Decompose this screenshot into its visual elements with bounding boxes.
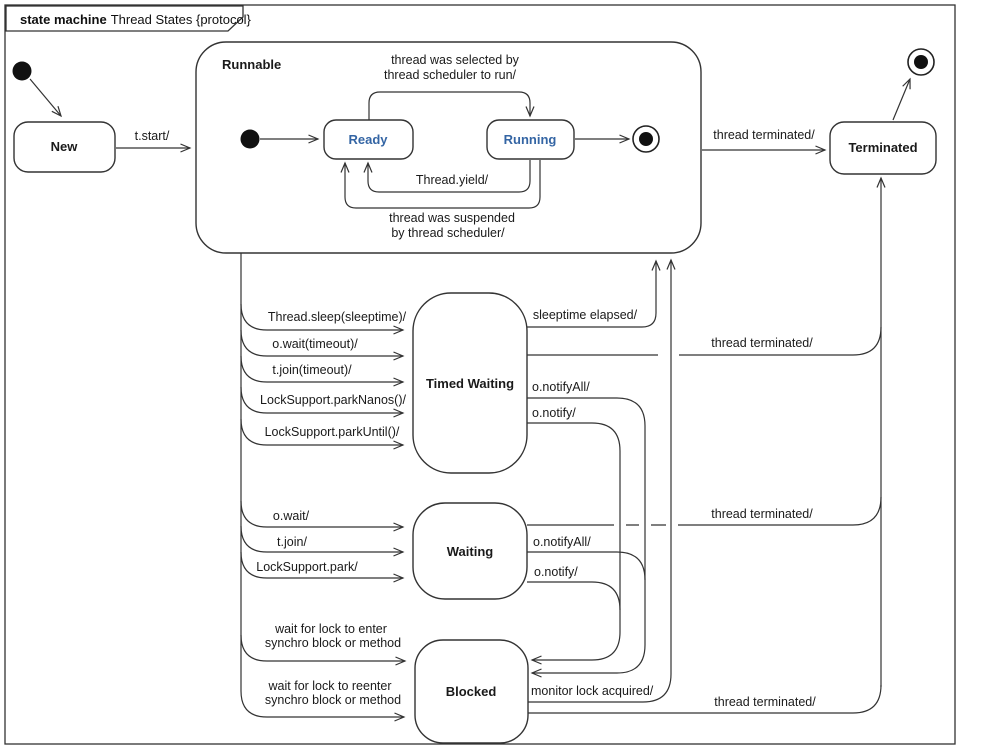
diagram-frame (4, 4, 956, 745)
state-new-label: New (51, 139, 79, 154)
label-wait-enter-2: synchro block or method (265, 636, 401, 650)
state-ready-label: Ready (348, 132, 388, 147)
runnable-final-state-dot (639, 132, 653, 146)
edge-w-notifyall-merge (527, 551, 646, 581)
edge-suspended (345, 160, 541, 209)
edge-initial-to-new (29, 78, 61, 116)
label-w-notifyall: o.notifyAll/ (533, 535, 591, 549)
edge-w-notify-merge (527, 581, 621, 611)
state-running (486, 119, 575, 160)
diagram-title-name: Thread States {protocol} (111, 12, 252, 27)
label-selected-2: thread scheduler to run/ (384, 68, 517, 82)
edge-join-timeout (240, 355, 403, 382)
label-tt-blocked: thread terminated/ (714, 695, 816, 709)
edge-tw-notifyall-to-blocked (527, 397, 646, 673)
state-waiting (412, 502, 528, 600)
label-o-wait: o.wait/ (273, 509, 310, 523)
state-blocked-label: Blocked (446, 684, 497, 699)
edge-wait-timeout (240, 329, 403, 356)
label-yield: Thread.yield/ (416, 173, 489, 187)
final-state-dot (914, 55, 928, 69)
edge-yield (368, 160, 531, 193)
state-timed-waiting-label: Timed Waiting (426, 376, 514, 391)
label-suspended-1: thread was suspended (389, 211, 515, 225)
edge-tt-timed-waiting (527, 326, 882, 356)
label-wait-enter-1: wait for lock to enter (274, 622, 387, 636)
label-park-nanos: LockSupport.parkNanos()/ (260, 393, 406, 407)
label-wait-reenter-1: wait for lock to reenter (268, 679, 392, 693)
edge-tt-waiting (527, 496, 882, 526)
label-tw-notifyall: o.notifyAll/ (532, 380, 590, 394)
edge-park-until (240, 418, 403, 445)
label-tt-timed-waiting: thread terminated/ (711, 336, 813, 350)
edge-sleeptime-elapsed (527, 261, 656, 328)
initial-state-dot (12, 61, 32, 81)
label-join-timeout: t.join(timeout)/ (272, 363, 352, 377)
edge-trunk-wait-reenter (240, 253, 404, 717)
edge-wait-enter (240, 634, 405, 661)
diagram-title: state machine Thread States {protocol} (20, 12, 252, 27)
label-park-until: LockSupport.parkUntil()/ (265, 425, 400, 439)
state-waiting-label: Waiting (447, 544, 494, 559)
label-lock-park: LockSupport.park/ (256, 560, 358, 574)
edge-park-nanos (240, 386, 403, 413)
edge-tt-blocked (528, 684, 882, 714)
edge-tw-notify-to-blocked (527, 422, 621, 660)
state-ready (323, 119, 414, 160)
label-sleeptime-elapsed: sleeptime elapsed/ (533, 308, 638, 322)
runnable-initial-dot (240, 129, 260, 149)
edge-monitor-lock-acquired (528, 260, 671, 703)
label-t-start: t.start/ (135, 129, 170, 143)
edge-t-join (240, 525, 403, 552)
label-tt-waiting: thread terminated/ (711, 507, 813, 521)
label-monitor-lock: monitor lock acquired/ (531, 684, 654, 698)
label-suspended-2: by thread scheduler/ (391, 226, 505, 240)
edge-ready-to-running (368, 91, 530, 120)
diagram-title-tab (5, 5, 244, 32)
state-new (13, 121, 116, 173)
label-t-join: t.join/ (277, 535, 307, 549)
state-runnable-label: Runnable (222, 57, 281, 72)
edge-terminated-to-final (892, 79, 910, 121)
edge-sleep (240, 303, 403, 330)
label-tw-notify: o.notify/ (532, 406, 576, 420)
state-terminated-label: Terminated (848, 140, 917, 155)
label-sleep: Thread.sleep(sleeptime)/ (268, 310, 407, 324)
state-running-label: Running (504, 132, 557, 147)
state-terminated (829, 121, 937, 175)
label-selected-1: thread was selected by (391, 53, 520, 67)
edge-lock-park (240, 551, 403, 578)
label-wait-reenter-2: synchro block or method (265, 693, 401, 707)
state-blocked (414, 639, 529, 744)
state-timed-waiting (412, 292, 528, 474)
diagram-title-keyword: state machine (20, 12, 107, 27)
label-tt-runnable: thread terminated/ (713, 128, 815, 142)
edge-o-wait (240, 500, 403, 527)
label-w-notify: o.notify/ (534, 565, 578, 579)
label-wait-timeout: o.wait(timeout)/ (272, 337, 358, 351)
state-runnable (195, 41, 702, 254)
